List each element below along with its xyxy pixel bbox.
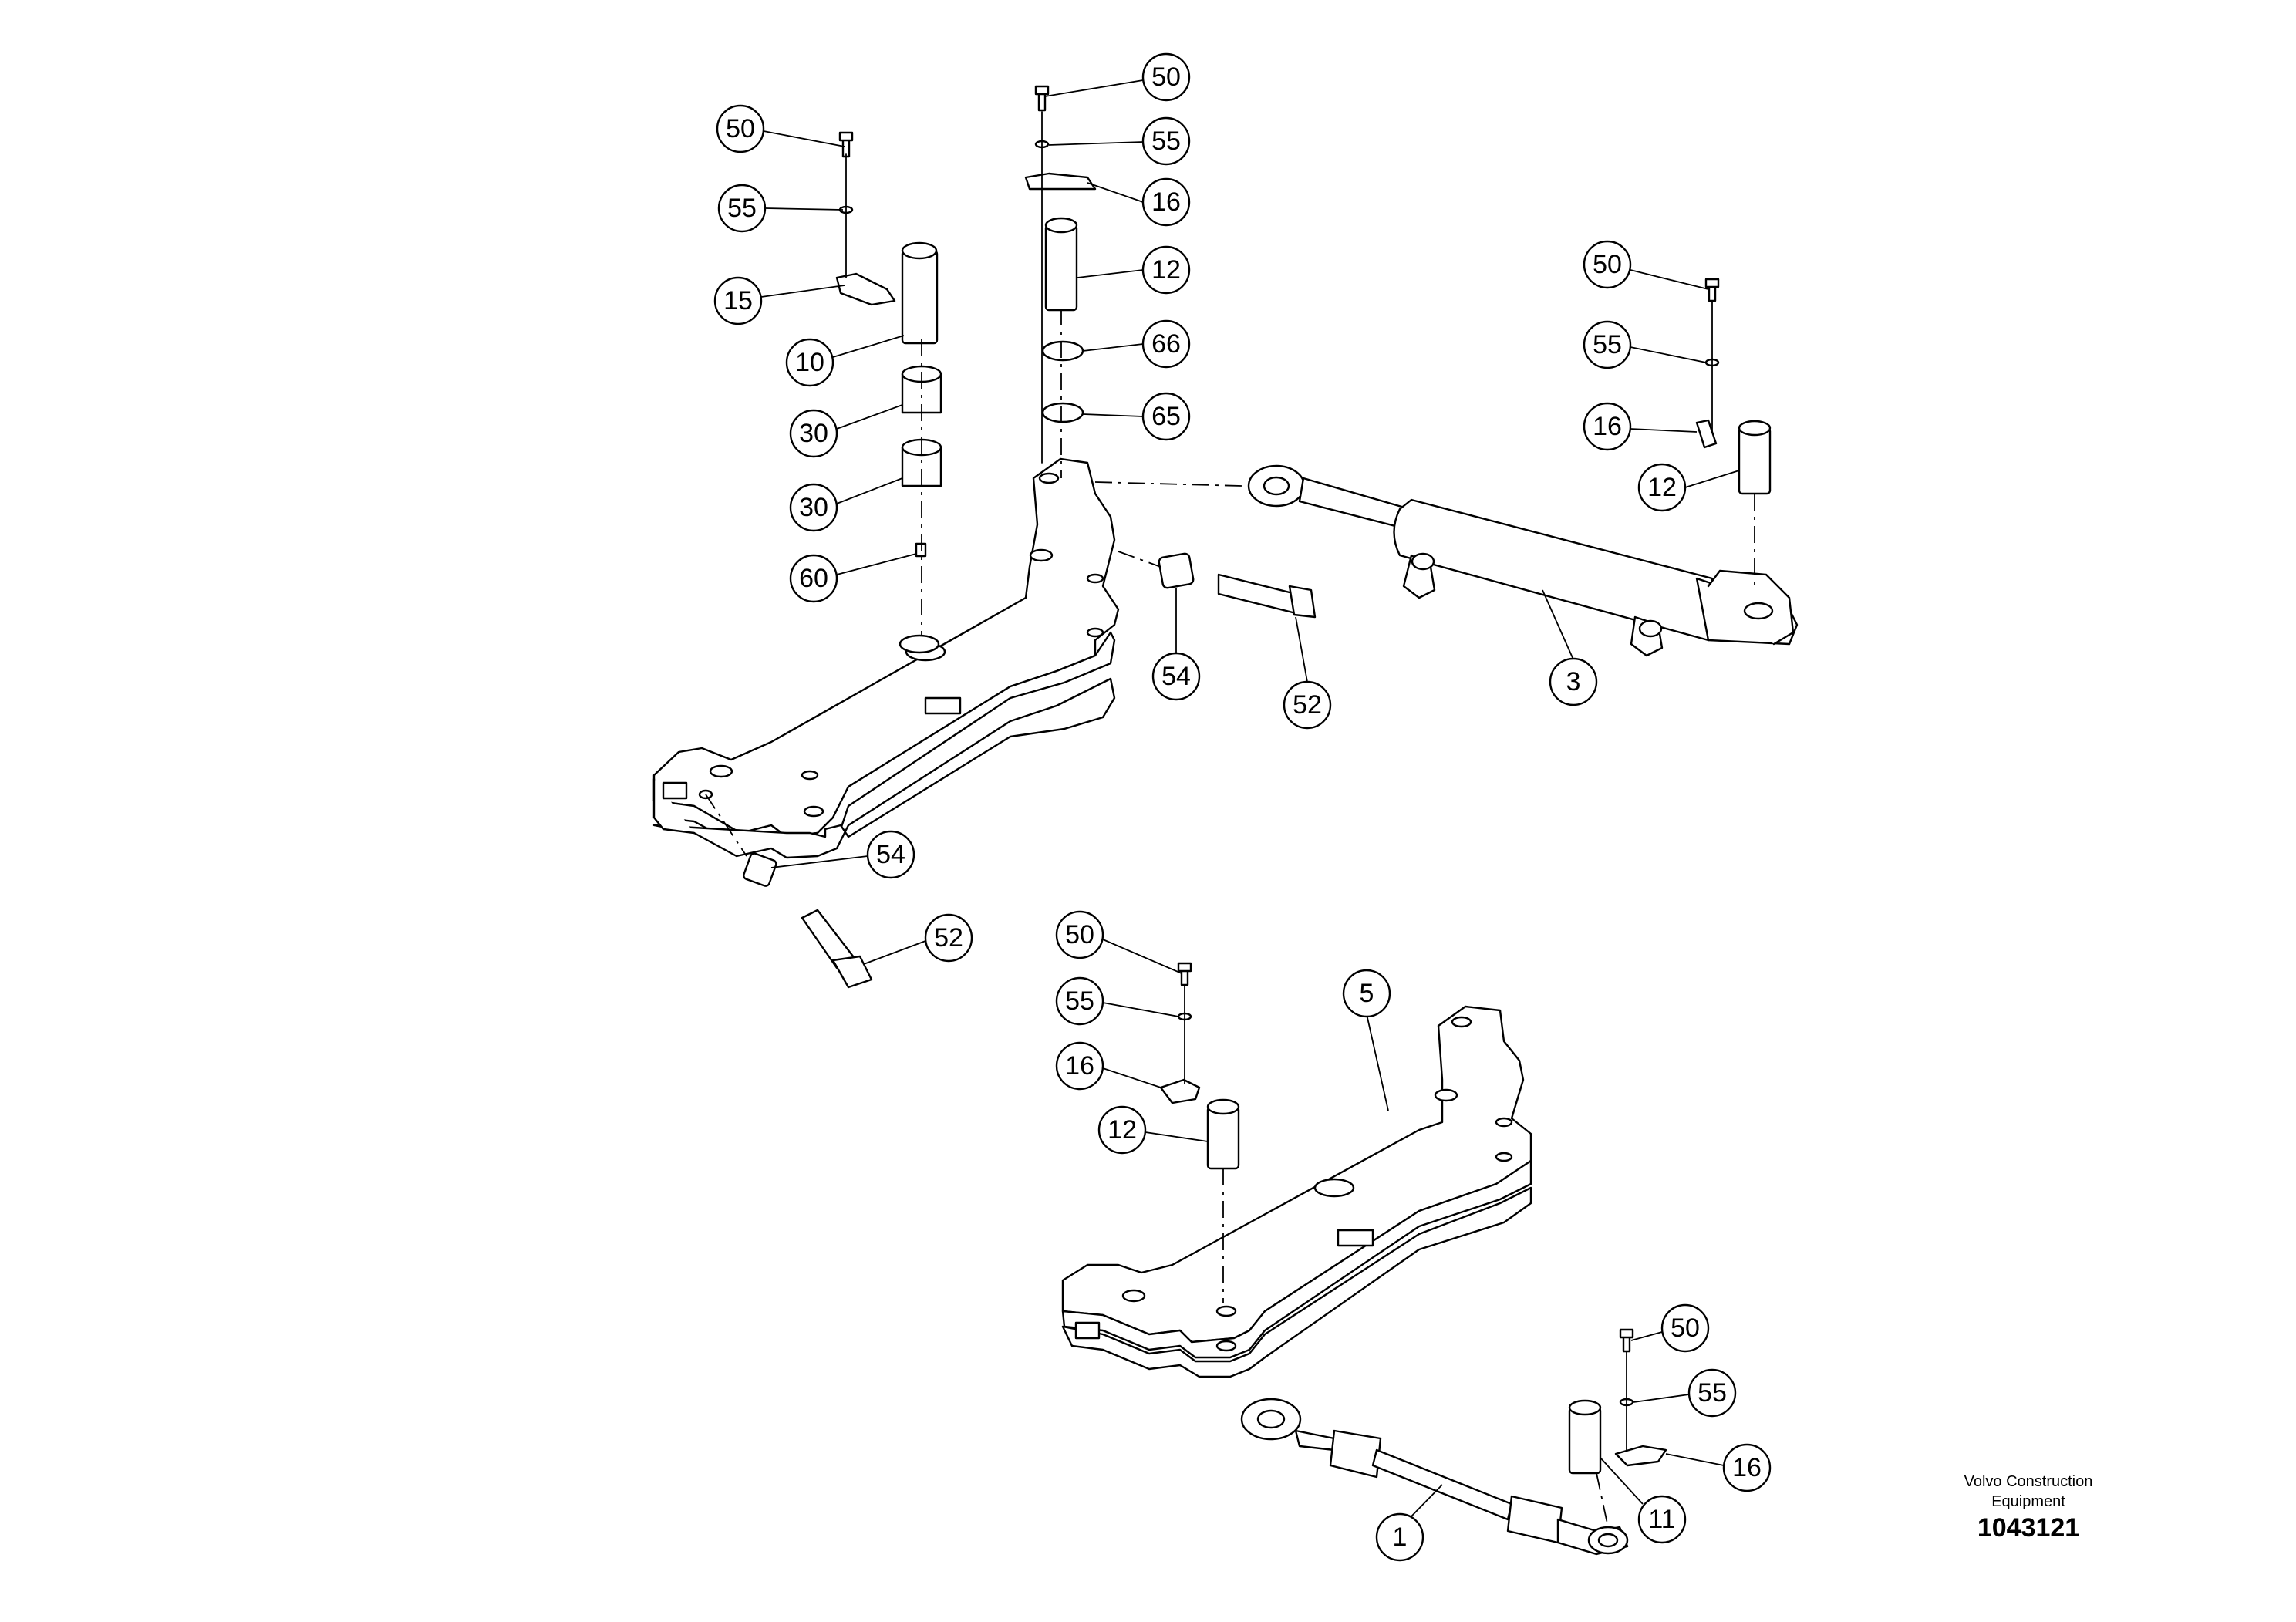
callout-54: 54 <box>866 830 915 879</box>
callout-54: 54 <box>1151 652 1201 701</box>
brand-name-line2: Equipment <box>1991 1493 2065 1510</box>
tie-rod-pin-stack <box>1568 1328 1667 1528</box>
svg-text:12: 12 <box>1647 473 1677 502</box>
svg-text:55: 55 <box>1151 126 1181 156</box>
steering-cylinder <box>1247 464 1799 657</box>
svg-text:52: 52 <box>934 923 963 953</box>
callout-50: 50 <box>1583 240 1632 289</box>
upper-middle-stack <box>1024 85 1242 487</box>
svg-text:16: 16 <box>1732 1453 1762 1482</box>
callout-30: 30 <box>789 483 838 532</box>
callout-55: 55 <box>1055 976 1104 1026</box>
svg-text:11: 11 <box>1648 1505 1675 1534</box>
brand-name-line1: Volvo Construction <box>1964 1473 2093 1490</box>
callout-3: 3 <box>1549 657 1598 706</box>
callouts: 50 55 15 10 30 30 60 50 55 16 12 66 65 5… <box>713 52 1772 1562</box>
callout-52: 52 <box>1283 680 1332 730</box>
callout-60: 60 <box>789 554 838 603</box>
cylinder-pin-stack <box>1695 278 1772 586</box>
callout-16: 16 <box>1141 177 1191 227</box>
svg-text:3: 3 <box>1566 667 1581 696</box>
callout-50: 50 <box>1660 1303 1710 1353</box>
svg-text:12: 12 <box>1151 255 1181 285</box>
callout-50: 50 <box>1055 910 1104 959</box>
svg-text:15: 15 <box>723 286 753 315</box>
svg-text:60: 60 <box>799 564 828 593</box>
callout-12: 12 <box>1097 1105 1147 1155</box>
svg-text:30: 30 <box>799 493 828 522</box>
callout-16: 16 <box>1583 402 1632 451</box>
callout-55: 55 <box>717 184 767 233</box>
svg-text:50: 50 <box>726 114 755 143</box>
upper-frame <box>652 457 1120 859</box>
svg-text:16: 16 <box>1593 412 1622 441</box>
svg-text:50: 50 <box>1593 250 1622 279</box>
svg-text:50: 50 <box>1065 920 1094 949</box>
svg-text:55: 55 <box>1065 986 1094 1016</box>
callout-15: 15 <box>713 276 763 325</box>
callout-16: 16 <box>1722 1443 1772 1492</box>
callout-12: 12 <box>1637 463 1687 512</box>
callout-55: 55 <box>1687 1368 1737 1418</box>
svg-text:50: 50 <box>1671 1313 1700 1343</box>
callout-50: 50 <box>1141 52 1191 102</box>
svg-text:1: 1 <box>1393 1523 1408 1552</box>
callout-10: 10 <box>785 338 834 387</box>
brand-block: Volvo Construction Equipment <box>1913 1472 2144 1512</box>
svg-text:16: 16 <box>1151 187 1181 217</box>
callout-65: 65 <box>1141 392 1191 441</box>
lower-frame <box>1061 1005 1532 1378</box>
callout-52: 52 <box>924 913 973 963</box>
svg-text:12: 12 <box>1108 1115 1137 1145</box>
upper-bolt-assembly <box>1118 551 1317 619</box>
svg-text:65: 65 <box>1151 402 1181 431</box>
callout-30: 30 <box>789 409 838 458</box>
callout-16: 16 <box>1055 1041 1104 1091</box>
callout-1: 1 <box>1375 1512 1424 1562</box>
lower-pin-stack <box>1159 962 1240 1303</box>
callout-55: 55 <box>1583 320 1632 369</box>
callout-55: 55 <box>1141 116 1191 166</box>
svg-text:55: 55 <box>1593 330 1622 359</box>
drawing-number: 1043121 <box>1977 1513 2080 1543</box>
svg-text:54: 54 <box>876 840 905 869</box>
svg-text:55: 55 <box>1698 1378 1727 1408</box>
svg-text:54: 54 <box>1161 662 1191 691</box>
callout-66: 66 <box>1141 319 1191 369</box>
svg-text:10: 10 <box>795 348 824 377</box>
svg-text:50: 50 <box>1151 62 1181 92</box>
pins-and-bushings <box>835 131 942 654</box>
svg-text:66: 66 <box>1151 329 1181 359</box>
svg-text:55: 55 <box>727 194 757 223</box>
callout-50: 50 <box>716 104 765 153</box>
svg-text:52: 52 <box>1293 690 1322 720</box>
lower-left-bolt-assembly <box>705 794 873 989</box>
svg-text:16: 16 <box>1065 1051 1094 1081</box>
callout-5: 5 <box>1342 969 1391 1018</box>
callout-12: 12 <box>1141 245 1191 295</box>
callout-11: 11 <box>1637 1495 1687 1544</box>
svg-text:5: 5 <box>1360 979 1374 1008</box>
svg-text:30: 30 <box>799 419 828 448</box>
